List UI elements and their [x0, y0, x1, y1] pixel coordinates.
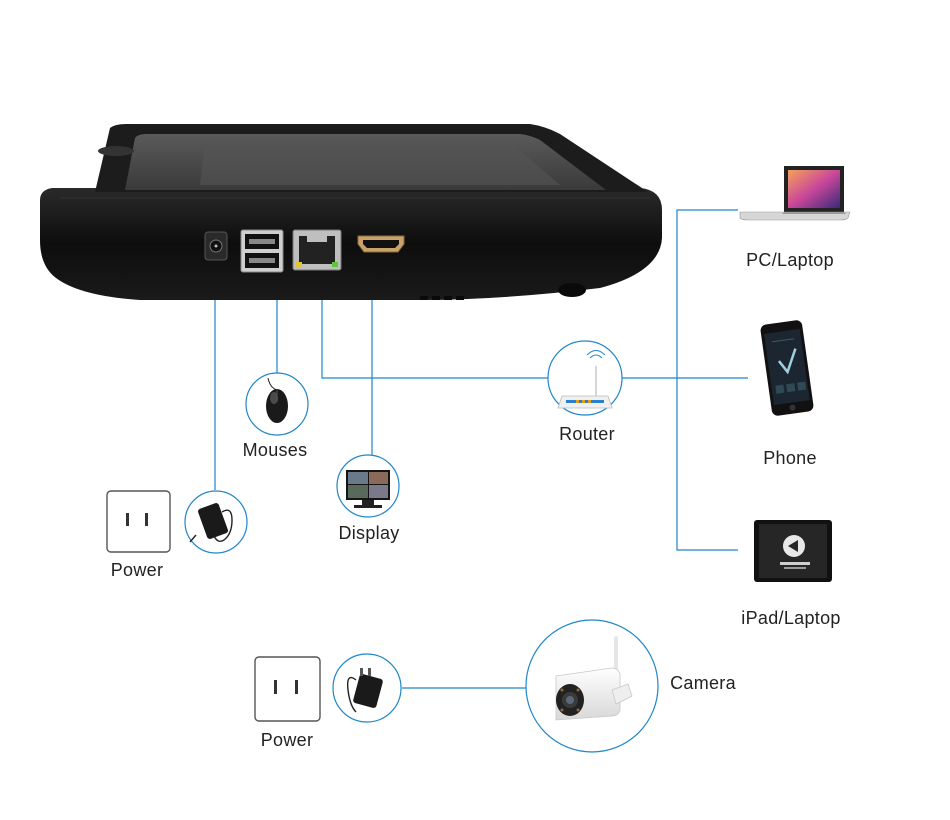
- monitor-icon: [336, 454, 400, 518]
- laptop-icon: [739, 166, 851, 221]
- line-ethernet-router: [321, 270, 548, 379]
- power-adapter-icon: [184, 490, 248, 554]
- wall-outlet-icon: [106, 490, 171, 553]
- label-phone: Phone: [763, 448, 817, 468]
- label-power-bottom: Power: [260, 730, 314, 750]
- label-ipad-laptop: iPad/Laptop: [741, 608, 841, 628]
- nvr-device-icon: [40, 124, 662, 300]
- tablet-icon: [754, 520, 832, 582]
- label-power-left: Power: [110, 560, 164, 580]
- wifi-router-icon: [547, 340, 623, 416]
- usb-ports: [240, 229, 284, 273]
- label-router: Router: [559, 424, 615, 444]
- label-display: Display: [338, 523, 400, 543]
- label-camera: Camera: [670, 673, 736, 693]
- wall-outlet-icon: [254, 656, 321, 722]
- label-pc-laptop: PC/Laptop: [746, 250, 834, 270]
- line-bracket: [676, 209, 738, 551]
- dc-power-port: [204, 231, 228, 261]
- smartphone-icon: [760, 320, 814, 416]
- ethernet-port: [292, 229, 342, 271]
- mouse-icon: [245, 372, 309, 436]
- bullet-camera-icon: [525, 619, 659, 753]
- power-adapter-icon: [332, 653, 402, 723]
- label-mouses: Mouses: [242, 440, 308, 460]
- vent-slots: [420, 296, 464, 300]
- hdmi-port: [357, 235, 405, 253]
